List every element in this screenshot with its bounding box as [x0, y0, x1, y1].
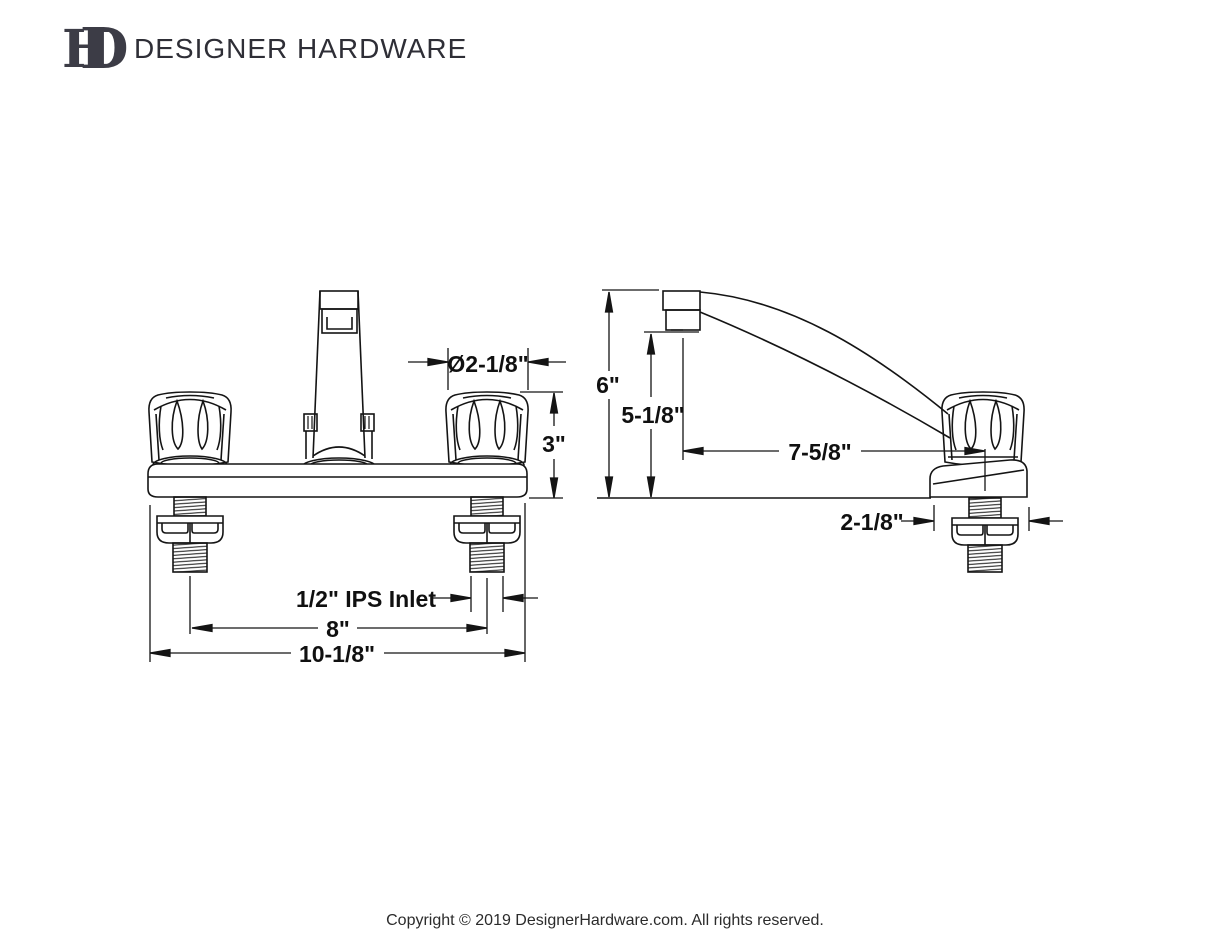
- dim-label-outlet-height: 5-1/8": [621, 402, 684, 428]
- side-base: [929, 459, 1028, 498]
- front-deck-plate: [147, 463, 528, 498]
- front-view: [147, 290, 529, 573]
- front-spout: [303, 290, 375, 459]
- dim-label-handle-height: 3": [542, 431, 566, 457]
- side-handle: [941, 391, 1025, 467]
- monogram-letter-d: D: [80, 16, 129, 82]
- dim-label-inlet: 1/2" IPS Inlet: [296, 586, 436, 612]
- side-spout: [662, 290, 951, 439]
- dim-label-handle-centers: 8": [326, 616, 350, 642]
- side-view: [662, 290, 1028, 573]
- copyright-text: Copyright © 2019 DesignerHardware.com. A…: [386, 912, 824, 929]
- dim-label-handle-diameter: Ø2-1/8": [447, 351, 528, 377]
- dim-label-overall-width: 10-1/8": [299, 641, 375, 667]
- side-dimensions: [597, 289, 1063, 531]
- dim-label-spout-height: 6": [596, 372, 620, 398]
- brand-name: DESIGNER HARDWARE: [134, 33, 468, 64]
- brand-monogram-icon: D H: [60, 18, 130, 80]
- front-left-shank: [156, 496, 224, 573]
- monogram-letter-h: H: [62, 19, 112, 80]
- dim-label-spout-reach: 7-5/8": [788, 439, 851, 465]
- front-dimensions: [149, 348, 566, 662]
- dim-label-shank-width: 2-1/8": [840, 509, 903, 535]
- dimension-labels: Ø2-1/8" 3" 1/2" IPS Inlet 8" 10-1/8" 6" …: [296, 351, 904, 667]
- front-right-handle: [445, 391, 529, 467]
- front-left-handle: [148, 391, 232, 467]
- side-shank: [951, 497, 1019, 573]
- brand-logo: D H DESIGNER HARDWARE: [60, 18, 467, 80]
- front-right-shank: [453, 496, 521, 573]
